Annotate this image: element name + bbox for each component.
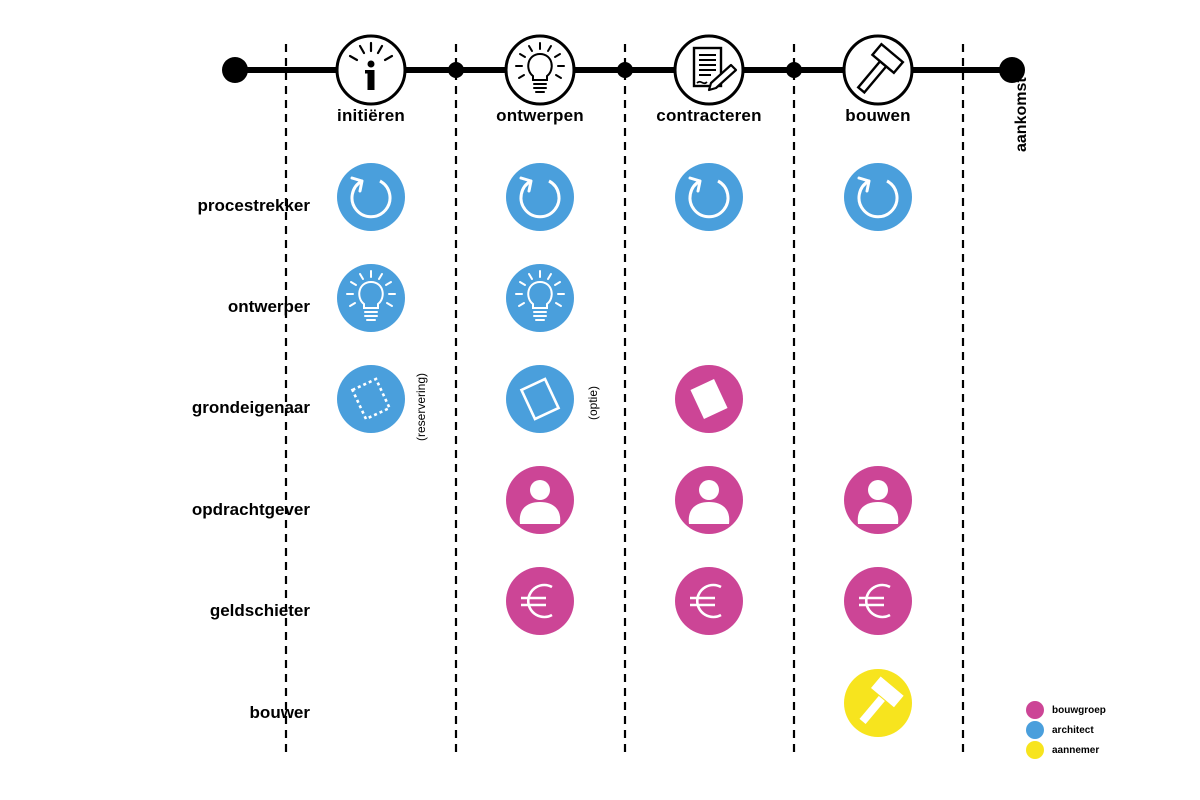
legend-label: aannemer	[1052, 744, 1100, 756]
role-cell-opdrachtgever-contracteren	[675, 466, 743, 534]
legend-item-architect: architect	[1026, 720, 1106, 740]
role-label-opdrachtgever: opdrachtgever	[191, 500, 310, 519]
architect-marker	[506, 163, 574, 231]
phase-label-bouwen: bouwen	[845, 106, 911, 125]
role-cell-geldschieter-ontwerpen	[506, 567, 574, 635]
role-cell-opdrachtgever-ontwerpen	[506, 466, 574, 534]
architect-marker	[506, 365, 574, 433]
phase-icon-ontwerpen	[504, 34, 576, 106]
timeline-node	[786, 62, 802, 78]
phase-separators	[284, 44, 965, 755]
phase-icon-initieren	[335, 34, 407, 106]
timeline-node	[448, 62, 464, 78]
role-cell-ontwerper-ontwerpen	[506, 264, 574, 332]
legend-dot	[1026, 741, 1044, 759]
architect-marker	[506, 264, 574, 332]
architect-marker	[337, 163, 405, 231]
role-label-grondeigenaar: grondeigenaar	[191, 398, 310, 417]
role-cell-grondeigenaar-initiëren	[337, 365, 405, 433]
legend: bouwgroep architect aannemer	[1026, 700, 1106, 760]
role-cell-grondeigenaar-ontwerpen	[506, 365, 574, 433]
phase-label-initieren: initiëren	[337, 106, 405, 125]
role-cell-procestrekker-ontwerpen	[506, 163, 574, 231]
role-cell-grondeigenaar-contracteren	[675, 365, 743, 433]
bouwgroep-marker	[675, 567, 743, 635]
timeline-end-dot	[999, 57, 1025, 83]
legend-label: bouwgroep	[1052, 704, 1106, 716]
note-optie: (optie)	[586, 385, 600, 420]
role-cell-procestrekker-contracteren	[675, 163, 743, 231]
architect-marker	[844, 163, 912, 231]
role-cell-geldschieter-bouwen	[844, 567, 912, 635]
role-label-ontwerper: ontwerper	[227, 297, 310, 316]
legend-label: architect	[1052, 724, 1094, 736]
timeline-start-dot	[222, 57, 248, 83]
phase-icon-contracteren	[673, 34, 745, 106]
legend-dot	[1026, 701, 1044, 719]
role-cell-bouwer-bouwen	[844, 669, 912, 737]
bouwgroep-marker	[844, 567, 912, 635]
role-cell-opdrachtgever-bouwen	[844, 466, 912, 534]
timeline-node	[617, 62, 633, 78]
arrival-label: aankomst	[1013, 77, 1030, 152]
note-reservering: (reservering)	[414, 372, 428, 441]
bouwgroep-marker	[506, 567, 574, 635]
architect-marker	[337, 264, 405, 332]
legend-item-bouwgroep: bouwgroep	[1026, 700, 1106, 720]
role-label-procestrekker: procestrekker	[197, 196, 310, 215]
role-cells	[337, 163, 912, 737]
phase-label-contracteren: contracteren	[656, 106, 762, 125]
architect-marker	[337, 365, 405, 433]
role-cell-procestrekker-bouwen	[844, 163, 912, 231]
architect-marker	[675, 163, 743, 231]
phase-icon-bouwen	[842, 34, 914, 106]
role-cell-ontwerper-initiëren	[337, 264, 405, 332]
legend-dot	[1026, 721, 1044, 739]
phase-label-ontwerpen: ontwerpen	[496, 106, 584, 125]
legend-item-aannemer: aannemer	[1026, 740, 1106, 760]
role-label-bouwer: bouwer	[249, 703, 310, 722]
role-cell-procestrekker-initiëren	[337, 163, 405, 231]
role-cell-geldschieter-contracteren	[675, 567, 743, 635]
role-label-geldschieter: geldschieter	[209, 601, 310, 620]
